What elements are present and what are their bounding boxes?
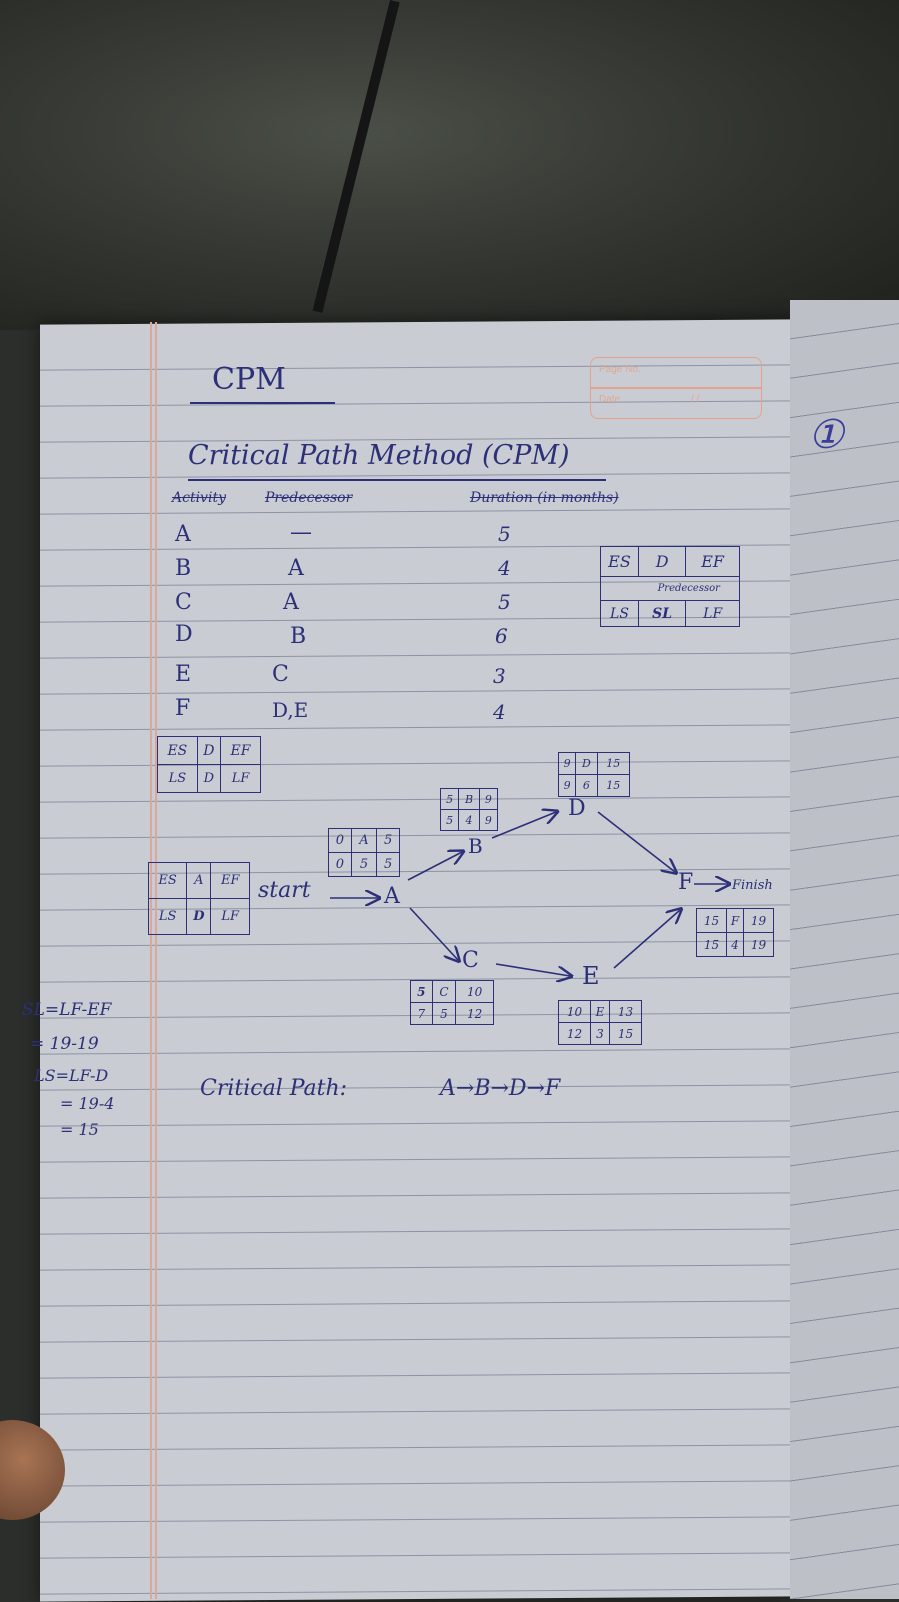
start-legend: ES A EF LS D LF [147,862,250,935]
table-cell: B [175,556,192,581]
header-activity: Activity [172,490,226,506]
node-c-ef: 10 [455,980,494,1003]
table-cell: 4 [498,556,511,580]
node-d-lf: 15 [596,774,631,797]
table-cell: A [283,590,299,615]
arrow-e-f [613,910,680,969]
legend-ls: LS [600,600,639,627]
table-cell: A [288,556,304,581]
table-cell: 4 [493,700,506,724]
legend-predecessor: Predecessor [638,576,741,601]
node-b-ls: 5 [439,809,460,831]
arrow-a-c [409,907,458,960]
legend-lf: LF [685,600,740,627]
arrow-d-f [597,811,675,872]
finish-label: Finish [732,878,773,893]
notebook-right-page [790,300,899,1599]
legend-lf: LF [220,764,261,793]
table-cell: — [290,520,312,545]
legend-right: ES D EF Predecessor LS SL LF [600,546,741,627]
table-cell: 5 [498,522,511,546]
node-c-ls: 7 [410,1002,433,1025]
legend-es: ES [147,862,188,899]
legend-d: D [196,764,222,793]
node-a-lf: 5 [376,852,400,877]
node-e-label: E [582,962,600,990]
node-a-label: A [384,884,400,909]
node-f-label: F [678,870,694,895]
legend-a: A [186,862,212,899]
node-f-d: 4 [725,932,745,957]
background-surface [0,0,899,330]
legend-ef: EF [220,736,261,765]
node-b-d: 4 [458,809,480,831]
legend-d: D [637,546,687,577]
arrow-b-d [491,812,556,839]
legend-ls: LS [157,764,198,793]
table-cell: 3 [493,664,506,688]
node-c-label: C [462,948,479,973]
node-box-d: 9 D 15 9 6 15 [557,752,631,797]
node-b-lf: 9 [478,809,499,831]
page-date-box: Page No. Date / / [590,357,762,419]
table-cell: B [290,624,307,649]
node-e-lf: 15 [609,1022,642,1045]
legend-d: D [186,898,212,935]
date-label: Date [599,394,621,405]
table-cell: E [175,662,192,687]
table-cell: 6 [495,624,508,648]
table-cell: 5 [498,590,511,614]
legend-left: ES D EF LS D LF [157,736,261,793]
table-cell: D,E [272,698,309,722]
node-f-lf: 19 [743,932,774,957]
node-d-ls: 9 [557,774,577,797]
node-e-d: 3 [589,1022,611,1045]
critical-path-value: A→B→D→F [440,1076,561,1101]
table-cell: C [175,590,192,615]
arrow-a-b [407,852,462,881]
calc-line: = 19-19 [30,1034,99,1054]
header-predecessor: Predecessor [265,490,353,506]
node-a-ef: 5 [376,828,400,853]
page-no-label: Page No. [599,364,641,375]
page-title: CPM [212,362,286,397]
title-underline [190,402,335,404]
subtitle-underline [188,479,606,481]
node-f-es: 15 [696,908,727,933]
node-c-lf: 12 [455,1002,494,1025]
calc-line: LS=LF-D [34,1066,109,1085]
node-f-ls: 15 [696,932,727,957]
legend-sl: SL [637,600,687,627]
calc-line: = 15 [60,1120,99,1139]
arrow-c-e [495,963,570,976]
node-b-label: B [468,834,483,858]
margin-line [155,322,157,1599]
calc-line: = 19-4 [60,1094,115,1113]
date-marks: / / [691,394,700,405]
node-d-label: D [568,796,586,821]
node-e-es: 10 [558,1000,591,1023]
margin-line [150,322,152,1599]
start-label: start [258,878,311,903]
node-box-e: 10 E 13 12 3 15 [558,1000,642,1045]
legend-lf: LF [210,898,250,935]
critical-path-label: Critical Path: [200,1076,348,1101]
table-cell: D [175,622,193,647]
table-cell: C [272,662,289,687]
table-cell: A [175,522,191,547]
calc-line: SL=LF-EF [22,1000,112,1020]
table-cell: F [175,696,191,721]
node-e-ls: 12 [558,1022,591,1045]
subtitle: Critical Path Method (CPM) [188,440,570,471]
legend-es: ES [600,546,639,577]
node-box-b: 5 B 9 5 4 9 [439,788,499,831]
node-box-c: 5 C 10 7 5 12 [410,980,494,1025]
node-a-d: 5 [350,852,378,877]
node-box-f: 15 F 19 15 4 19 [696,908,774,957]
page-number: ① [808,412,844,458]
legend-ef: EF [210,862,250,899]
node-box-a: 0 A 5 0 5 5 [328,828,400,877]
header-duration: Duration (in months) [470,490,619,506]
